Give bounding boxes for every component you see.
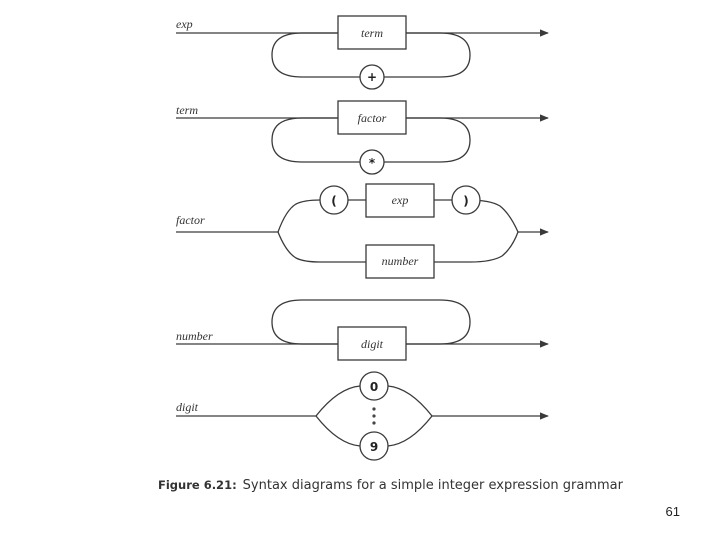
plus-symbol: + — [367, 70, 377, 84]
factor-exp-label: exp — [392, 193, 409, 207]
rule-term: term factor * — [176, 100, 549, 175]
open-paren-circle — [319, 185, 349, 215]
rule-label-exp: exp — [176, 17, 193, 31]
close-paren: ) — [463, 194, 468, 208]
rule-label-digit: digit — [176, 400, 199, 414]
page-number: 61 — [665, 504, 680, 519]
ellipsis-dot — [372, 421, 376, 425]
rule-factor: factor ( exp ) number — [176, 183, 549, 279]
rule-exp: exp term + — [176, 15, 549, 90]
exp-term-box — [337, 15, 407, 50]
digit-zero: 0 — [370, 380, 378, 394]
number-loop-path — [271, 299, 471, 345]
exp-term-label: term — [361, 26, 383, 40]
rule-digit: digit 0 9 — [176, 371, 549, 461]
rule-label-number: number — [176, 329, 213, 343]
ellipsis-dot — [372, 407, 376, 411]
number-digit-box — [337, 326, 407, 361]
digit-nine-circle — [359, 431, 389, 461]
figure-caption: Figure 6.21: Syntax diagrams for a simple… — [158, 478, 678, 493]
rule-number: number digit — [176, 299, 549, 361]
ellipsis-dot — [372, 414, 376, 418]
figure-label: Figure 6.21: — [158, 478, 237, 492]
open-paren: ( — [331, 194, 336, 208]
factor-number-label: number — [382, 254, 419, 268]
factor-number-box — [365, 244, 435, 279]
digit-zero-circle — [359, 371, 389, 401]
term-factor-label: factor — [358, 111, 387, 125]
star-symbol-circle — [359, 149, 385, 175]
close-paren-circle — [451, 185, 481, 215]
digit-nine: 9 — [370, 440, 378, 454]
star-symbol: * — [369, 156, 376, 170]
plus-symbol-circle — [359, 64, 385, 90]
figure-caption-text: Syntax diagrams for a simple integer exp… — [242, 478, 623, 493]
factor-exp-box — [365, 183, 435, 218]
term-factor-box — [337, 100, 407, 135]
number-digit-label: digit — [361, 337, 384, 351]
rule-label-term: term — [176, 103, 198, 117]
rule-label-factor: factor — [176, 213, 205, 227]
